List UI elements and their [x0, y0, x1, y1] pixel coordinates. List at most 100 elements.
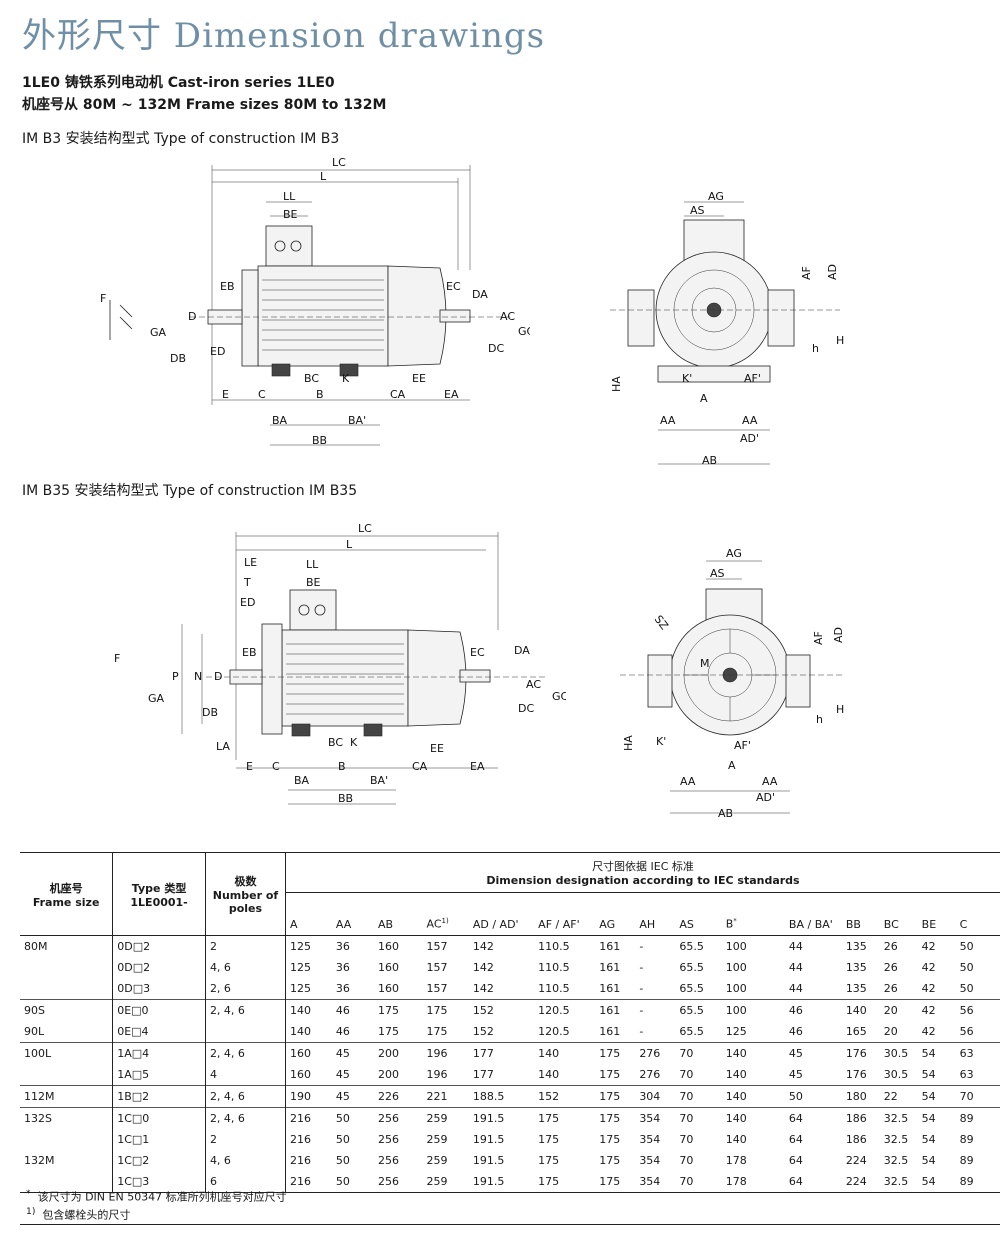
poles-cell: 2, 4, 6 [204, 1085, 286, 1108]
svg-text:EB: EB [220, 280, 235, 293]
value-cell: 54 [917, 1085, 956, 1108]
svg-text:LL: LL [283, 190, 296, 203]
type-cell: 0D□3 [112, 978, 206, 1000]
value-cell: 44 [788, 961, 803, 974]
value-cell: 140 [285, 1021, 332, 1043]
value-cell: 50 [331, 1171, 375, 1193]
value-cell: 63 [955, 1042, 1000, 1064]
value-cell: 50 [959, 961, 974, 974]
footnote-one: 1) 包含螺栓头的尺寸 [26, 1206, 131, 1222]
column-header-ag: AG [595, 892, 636, 936]
svg-text:DB: DB [170, 352, 186, 365]
value-cell: - [639, 982, 644, 995]
svg-text:K': K' [682, 372, 692, 385]
value-cell: 36 [335, 940, 350, 953]
frame-size-cell: 100L [20, 1042, 113, 1064]
type-cell: 1A□4 [112, 1042, 206, 1064]
value-cell: 142 [472, 982, 494, 995]
value-cell: 50 [335, 1133, 350, 1146]
value-cell: 177 [468, 1042, 535, 1064]
value-cell: 44 [788, 982, 803, 995]
value-cell: 70 [955, 1085, 1000, 1108]
value-cell: 46 [331, 999, 375, 1021]
svg-text:DC: DC [488, 342, 504, 355]
frame-size-cell [20, 1171, 113, 1193]
value-cell: 89 [955, 1171, 1000, 1193]
type-cell: 1C□2 [112, 1150, 206, 1171]
value-cell: 180 [841, 1085, 880, 1108]
value-cell: 70 [679, 1068, 694, 1081]
value-cell: 221 [422, 1085, 469, 1108]
column-header-ba-ba-: BA / BA' [784, 892, 842, 936]
svg-text:AA: AA [660, 414, 676, 427]
value-cell: 196 [422, 1042, 469, 1064]
value-cell: 276 [639, 1068, 661, 1081]
svg-text:HA: HA [622, 735, 635, 751]
value-cell: 140 [285, 999, 332, 1021]
value-cell: 56 [955, 999, 1000, 1021]
value-cell: 70 [675, 1107, 722, 1129]
svg-text:LL: LL [306, 558, 319, 571]
value-cell: 140 [721, 1085, 785, 1108]
value-cell: 175 [534, 1107, 596, 1129]
value-cell: 304 [635, 1085, 676, 1108]
value-cell: 175 [595, 1107, 636, 1129]
svg-text:h: h [816, 713, 823, 726]
type-cell: 0E□0 [112, 999, 206, 1021]
type-cell: 1A□5 [112, 1064, 206, 1086]
poles-cell: 6 [204, 1171, 286, 1193]
value-cell: 354 [639, 1154, 661, 1167]
value-cell: 140 [725, 1133, 747, 1146]
value-cell: 46 [784, 999, 842, 1021]
svg-text:BB: BB [338, 792, 353, 805]
frame-size-cell [20, 1064, 113, 1086]
value-cell: 354 [639, 1133, 661, 1146]
frame-size-cell: 132M [24, 1154, 55, 1167]
value-cell: 160 [378, 940, 400, 953]
value-cell: 30.5 [883, 1068, 909, 1081]
value-cell: 125 [725, 1025, 747, 1038]
value-cell: 22 [879, 1085, 918, 1108]
value-cell: 191.5 [468, 1171, 535, 1193]
svg-text:DA: DA [514, 644, 530, 657]
value-cell: 200 [374, 1042, 423, 1064]
value-cell: 100 [725, 982, 747, 995]
value-cell: 186 [841, 1107, 880, 1129]
svg-text:BB: BB [312, 434, 327, 447]
poles-cell: 2 [204, 1129, 286, 1150]
svg-text:K: K [350, 736, 358, 749]
svg-text:K': K' [656, 735, 666, 748]
value-cell: 26 [883, 961, 898, 974]
svg-text:EB: EB [242, 646, 257, 659]
value-cell: 125 [285, 935, 332, 957]
value-cell: 224 [841, 1171, 880, 1193]
value-cell: 32.5 [879, 1171, 918, 1193]
svg-text:AF': AF' [734, 739, 751, 752]
value-cell: 216 [285, 1171, 332, 1193]
frame-size-cell: 112M [20, 1085, 113, 1108]
value-cell: - [639, 1025, 644, 1038]
value-cell: 89 [955, 1107, 1000, 1129]
value-cell: 70 [675, 1042, 722, 1064]
value-cell: 45 [784, 1042, 842, 1064]
value-cell: 45 [335, 1068, 350, 1081]
value-cell: 177 [472, 1068, 494, 1081]
value-cell: 200 [378, 1068, 400, 1081]
value-cell: 160 [285, 1042, 332, 1064]
value-cell: 161 [599, 982, 621, 995]
svg-text:AA: AA [742, 414, 758, 427]
value-cell: 54 [917, 1042, 956, 1064]
value-cell: 100 [725, 940, 747, 953]
svg-text:H: H [836, 703, 844, 716]
svg-text:AS: AS [710, 567, 725, 580]
column-footnote-mark: * [733, 917, 737, 926]
value-cell: 259 [422, 1171, 469, 1193]
svg-text:AG: AG [726, 547, 742, 560]
svg-text:LC: LC [332, 156, 346, 169]
